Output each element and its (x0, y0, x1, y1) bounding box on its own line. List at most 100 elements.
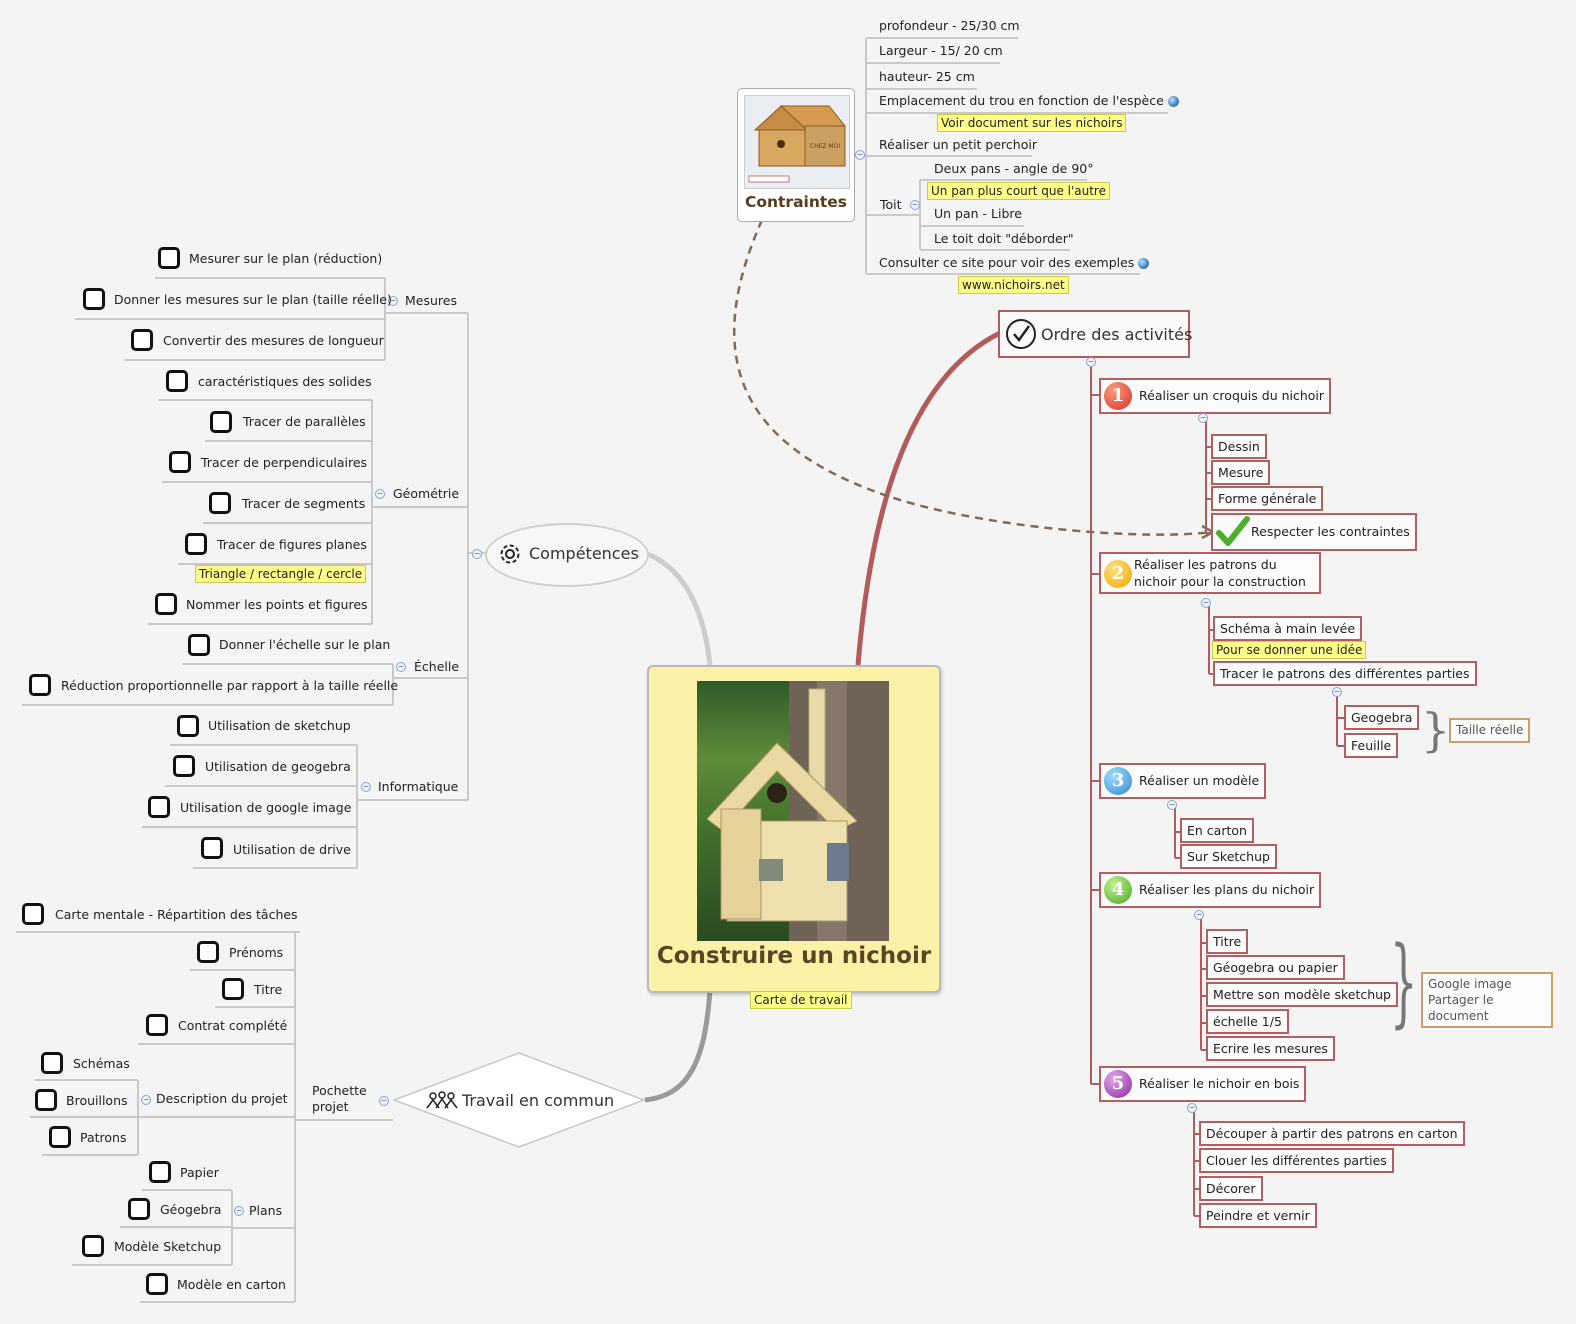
checkbox[interactable] (49, 1126, 71, 1148)
contrainte-perchoir: Réaliser un petit perchoir (879, 137, 1037, 152)
contrainte-toit: Toit (880, 197, 902, 212)
checkbox[interactable] (82, 1235, 104, 1257)
step-4[interactable]: Réaliser les plans du nichoir (1099, 872, 1322, 908)
informatique-collapse-icon[interactable]: − (361, 782, 371, 792)
competences-collapse-icon[interactable]: − (472, 549, 482, 559)
competence-item: Utilisation de geogebra (205, 759, 351, 774)
step-4-item: Mettre son modèle sketchup (1206, 982, 1398, 1007)
competence-item: Réduction proportionnelle par rapport à … (61, 678, 399, 693)
checkbox[interactable] (222, 978, 244, 1000)
checkmark-icon (1216, 515, 1250, 549)
step-3-item: En carton (1180, 818, 1254, 843)
step-1-item-label: Respecter les contraintes (1251, 524, 1410, 539)
step-5-collapse-icon[interactable]: − (1187, 1103, 1197, 1113)
competence-item: caractéristiques des solides (198, 374, 372, 389)
checkbox[interactable] (83, 288, 105, 310)
contraintes-title: Contraintes (744, 193, 848, 211)
globe-icon[interactable] (1167, 96, 1179, 107)
checkbox[interactable] (201, 837, 223, 859)
step-1-item: Forme générale (1211, 486, 1324, 511)
step-2-sub-item: Feuille (1344, 733, 1399, 758)
contrainte-site-link[interactable]: www.nichoirs.net (958, 276, 1069, 294)
step-label: Réaliser les plans du nichoir (1139, 882, 1315, 897)
checkbox[interactable] (209, 492, 231, 514)
checkbox[interactable] (41, 1052, 63, 1074)
checkbox[interactable] (29, 674, 51, 696)
toit-collapse-icon[interactable]: − (910, 200, 920, 210)
plans-item: Modèle Sketchup (114, 1239, 222, 1254)
ordre-title: Ordre des activités (1041, 325, 1193, 344)
step-2-sub-item: Geogebra (1344, 705, 1420, 730)
plans-collapse-icon[interactable]: − (234, 1206, 244, 1216)
plans-item: Modèle en carton (177, 1277, 286, 1292)
step-2[interactable]: Réaliser les patrons du nichoir pour la … (1099, 552, 1321, 594)
checkbox[interactable] (22, 903, 44, 925)
competence-item: Tracer de perpendiculaires (201, 455, 368, 470)
step-5-item: Découper à partir des patrons en carton (1199, 1121, 1465, 1146)
travail-collapse-icon[interactable]: − (379, 1096, 389, 1106)
checkbox[interactable] (185, 533, 207, 555)
step-2-item: Schéma à main levée (1213, 616, 1363, 641)
checkbox[interactable] (173, 755, 195, 777)
checkbox[interactable] (35, 1089, 57, 1111)
geometrie-collapse-icon[interactable]: − (375, 489, 385, 499)
contraintes-collapse-icon[interactable]: − (855, 150, 865, 160)
checkbox[interactable] (210, 411, 232, 433)
mesures-collapse-icon[interactable]: − (388, 296, 398, 306)
step-2-sub-collapse-icon[interactable]: − (1332, 687, 1342, 697)
travail-topic[interactable]: Travail en commun (393, 1052, 645, 1148)
competences-topic[interactable]: Compétences (485, 523, 649, 587)
checkbox[interactable] (166, 370, 188, 392)
mesures-label: Mesures (405, 293, 457, 308)
step-3-collapse-icon[interactable]: − (1167, 800, 1177, 810)
checkbox[interactable] (188, 634, 210, 656)
checkbox[interactable] (155, 593, 177, 615)
checkbox[interactable] (148, 796, 170, 818)
travail-title: Travail en commun (462, 1091, 615, 1110)
description-collapse-icon[interactable]: − (141, 1095, 151, 1105)
checkbox[interactable] (149, 1161, 171, 1183)
step-5-item: Décorer (1199, 1176, 1263, 1201)
brace-icon: } (1421, 703, 1451, 757)
step-1[interactable]: Réaliser un croquis du nichoir (1099, 378, 1332, 414)
step-4-item: échelle 1/5 (1206, 1009, 1289, 1034)
checkbox[interactable] (146, 1014, 168, 1036)
competence-item: Convertir des mesures de longueur (163, 333, 384, 348)
checkbox[interactable] (169, 451, 191, 473)
globe-icon[interactable] (1138, 258, 1150, 269)
checkbox[interactable] (197, 941, 219, 963)
step-1-item: Dessin (1211, 434, 1267, 459)
checkbox[interactable] (158, 247, 180, 269)
echelle-collapse-icon[interactable]: − (396, 662, 406, 672)
ordre-collapse-icon[interactable]: − (1086, 357, 1096, 367)
contrainte-site: Consulter ce site pour voir des exemples (879, 255, 1150, 271)
competence-item: Tracer de parallèles (243, 414, 366, 429)
step-1-item-respect: Respecter les contraintes (1211, 513, 1417, 551)
ordre-topic[interactable]: Ordre des activités (998, 310, 1193, 358)
contraintes-topic[interactable]: CHEZ MOI Contraintes (737, 88, 855, 222)
step-4-collapse-icon[interactable]: − (1194, 910, 1204, 920)
geometrie-label: Géométrie (393, 486, 460, 501)
step-2-item: Tracer le patrons des différentes partie… (1213, 661, 1477, 686)
checkbox[interactable] (146, 1273, 168, 1295)
central-title: Construire un nichoir (656, 943, 932, 969)
step-1-collapse-icon[interactable]: − (1198, 413, 1208, 423)
step-4-item: Géogebra ou papier (1206, 955, 1345, 980)
description-label: Description du projet (156, 1091, 288, 1106)
step-label: Réaliser les patrons du nichoir pour la … (1134, 557, 1306, 589)
competence-item: Tracer de segments (242, 496, 366, 511)
central-topic[interactable]: Construire un nichoir (647, 665, 941, 993)
description-item: Brouillons (66, 1093, 128, 1108)
step-4-item: Ecrire les mesures (1206, 1036, 1335, 1061)
toit-option-4: Le toit doit "déborder" (934, 231, 1074, 246)
step-5[interactable]: Réaliser le nichoir en bois (1099, 1066, 1307, 1102)
plans-item: Papier (180, 1165, 219, 1180)
toit-option-1: Deux pans - angle de 90° (934, 161, 1094, 176)
competence-item: Utilisation de sketchup (208, 718, 351, 733)
checkbox[interactable] (128, 1198, 150, 1220)
toit-option-2: Un pan plus court que l'autre (927, 182, 1110, 200)
step-2-collapse-icon[interactable]: − (1201, 598, 1211, 608)
checkbox[interactable] (131, 329, 153, 351)
step-3-item: Sur Sketchup (1180, 844, 1277, 869)
checkbox[interactable] (177, 715, 199, 737)
